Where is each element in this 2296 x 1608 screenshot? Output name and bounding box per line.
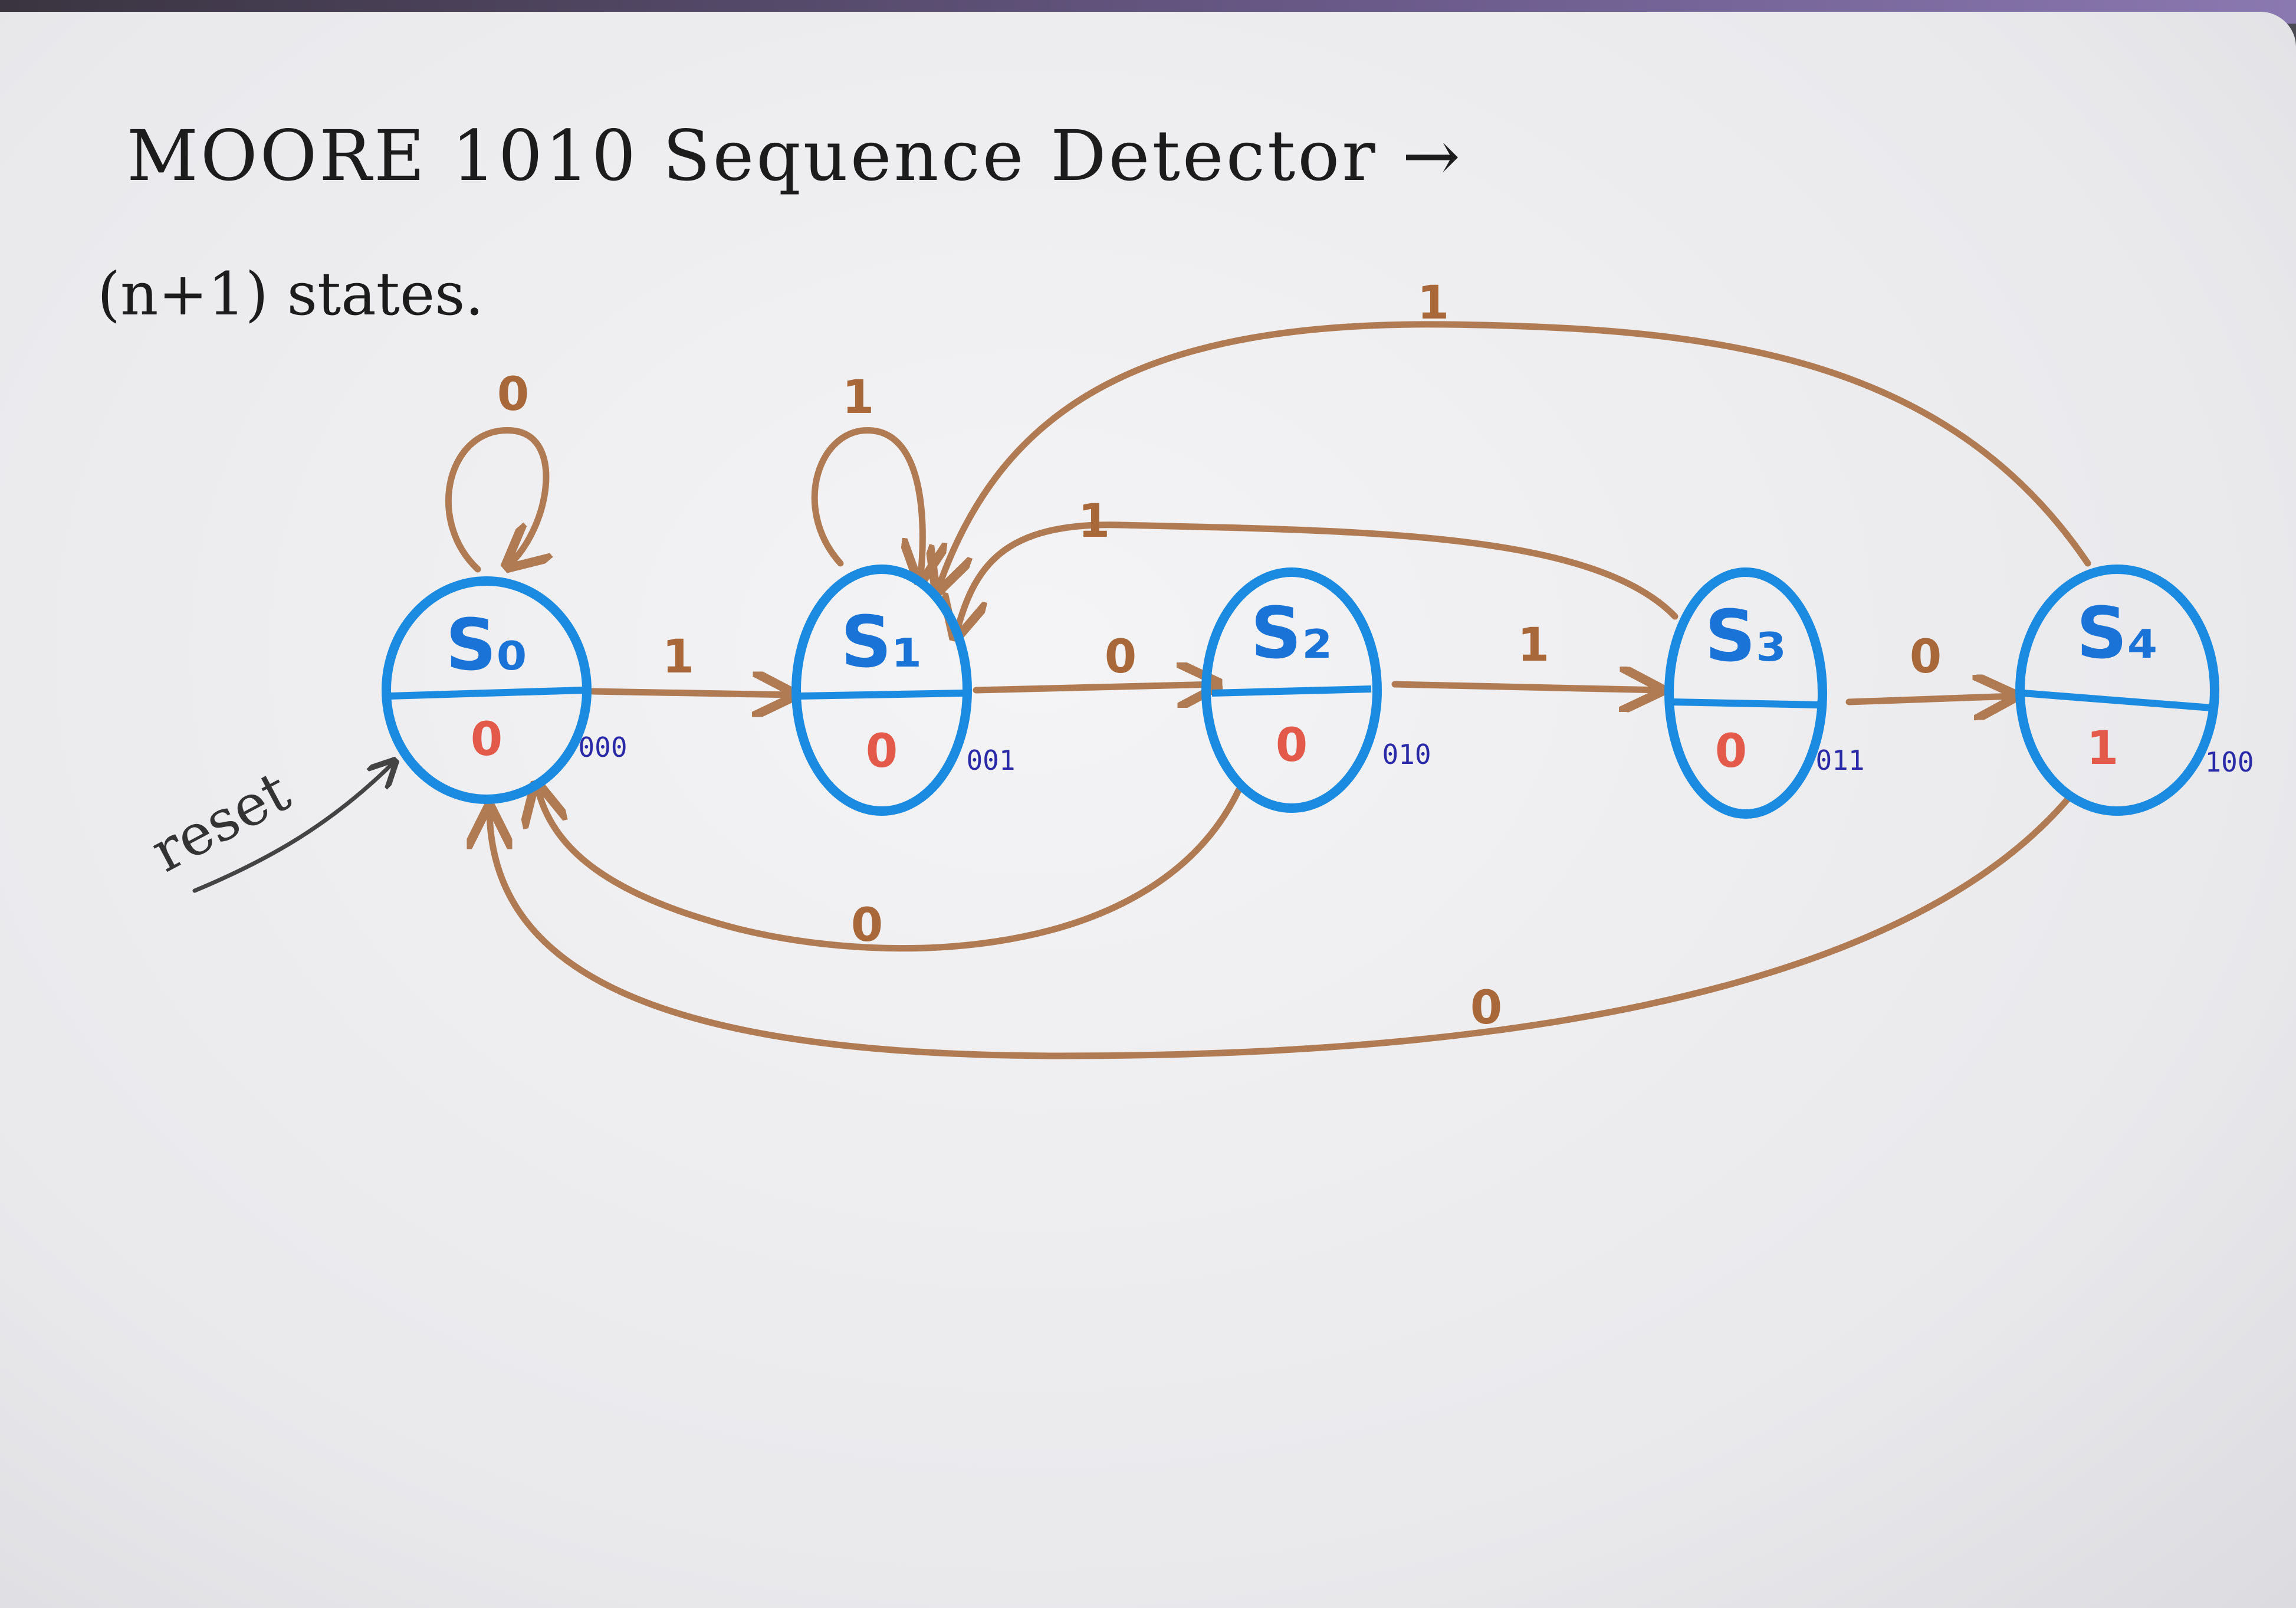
state-s1: S₁ 0 001: [791, 565, 1016, 816]
edge-s4-s1: [938, 321, 2091, 590]
state-s3: S₃ 0 011: [1664, 567, 1865, 819]
edge-label-s1-s1: 1: [842, 371, 874, 424]
diagram-subtitle: (n+1) states.: [97, 260, 484, 329]
edge-s0-s1: [589, 691, 793, 695]
edge-s3-s1: [955, 521, 1679, 637]
edge-s1-s1: [811, 427, 922, 581]
edge-label-s2-s0: 0: [851, 899, 883, 952]
state-code: 010: [1382, 739, 1431, 770]
edge-label-s0-s1: 1: [662, 631, 694, 684]
state-code: 001: [966, 744, 1015, 776]
paper-sheet: [0, 12, 2296, 1608]
state-name: S₀: [446, 605, 528, 687]
edge-label-s0-s0: 0: [497, 368, 529, 421]
state-s4: S₄ 1 100: [2015, 565, 2254, 816]
state-s0: S₀ 0 000: [382, 576, 628, 804]
edge-s1-s2: [973, 684, 1218, 690]
state-name: S₄: [2077, 593, 2159, 675]
diagram-title: MOORE 1010 Sequence Detector →: [127, 115, 1463, 196]
edge-label-s3-s1: 1: [1078, 495, 1110, 548]
edge-s4-s0: [490, 793, 2074, 1059]
state-output: 1: [2087, 722, 2118, 775]
state-code: 000: [578, 731, 627, 763]
edge-label-s1-s2: 0: [1105, 631, 1136, 684]
state-name: S₃: [1705, 596, 1787, 678]
state-name: S₂: [1251, 593, 1333, 675]
edge-label-s3-s4: 0: [1910, 631, 1942, 684]
state-name: S₁: [841, 602, 923, 684]
state-output: 0: [471, 713, 502, 766]
edge-s2-s3: [1391, 684, 1660, 690]
state-output: 0: [1276, 719, 1308, 772]
state-s2: S₂ 0 010: [1201, 567, 1431, 813]
state-output: 0: [1715, 725, 1747, 778]
reset-label: reset: [140, 758, 300, 885]
edge-label-s4-s0: 0: [1470, 982, 1502, 1035]
edge-label-s4-s1: 1: [1417, 277, 1449, 330]
edge-s0-s0: [445, 427, 546, 569]
edge-label-s2-s3: 1: [1517, 619, 1549, 672]
edge-s3-s4: [1845, 696, 2014, 702]
state-code: 100: [2205, 746, 2254, 778]
edge-s2-s0: [537, 785, 1242, 952]
state-output: 0: [866, 725, 898, 778]
state-code: 011: [1815, 744, 1864, 776]
reset-arrow: [192, 761, 395, 893]
